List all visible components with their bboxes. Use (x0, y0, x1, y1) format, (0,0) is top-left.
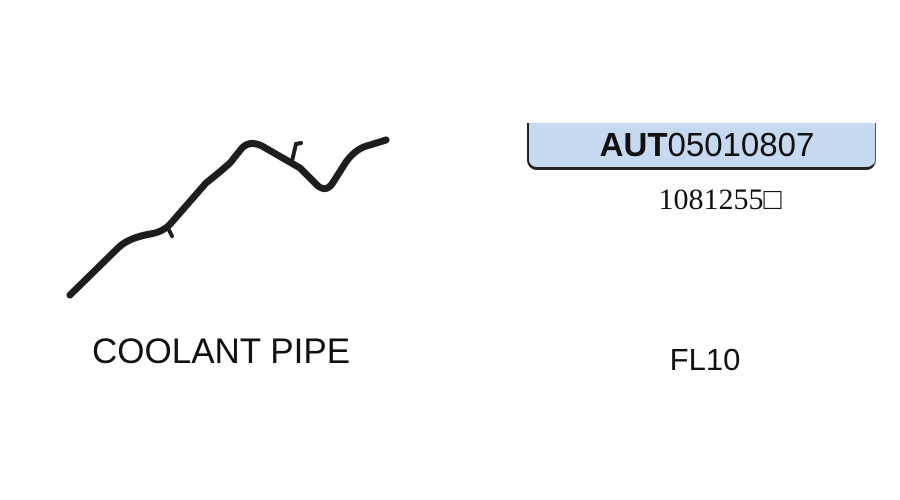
pipe-bracket (290, 141, 303, 163)
product-name: COOLANT PIPE (92, 332, 351, 371)
part-number-box: AUT05010807 (527, 123, 876, 170)
part-number-digits: 05010807 (667, 126, 815, 163)
pipe-body (66, 136, 390, 299)
vehicle-model: FL10 (669, 342, 741, 377)
part-number: AUT05010807 (529, 125, 875, 165)
pipe-small-tab (166, 226, 174, 238)
part-number-prefix: AUT (599, 126, 668, 163)
reference-number: 1081255□ (658, 183, 782, 216)
